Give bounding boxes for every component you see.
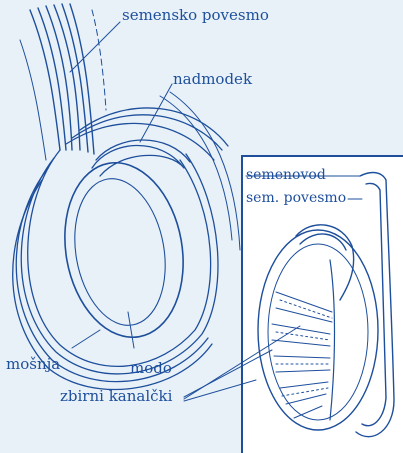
scrotum-wrap [13,92,240,390]
testis [52,153,197,346]
label-zbirni-kanalcki: zbirni kanalčki [60,389,172,404]
label-modo: modo [130,361,172,376]
label-semensko-povesmo: semensko povesmo [122,8,269,23]
label-semenovod: semenovod [246,168,326,182]
label-mosnja: mošnja [6,357,60,372]
inset-drawing [258,173,394,437]
label-nadmodek: nadmodek [173,72,252,87]
spermatic-cord [20,4,106,160]
label-sem-povesmo: sem. povesmo [246,191,346,205]
